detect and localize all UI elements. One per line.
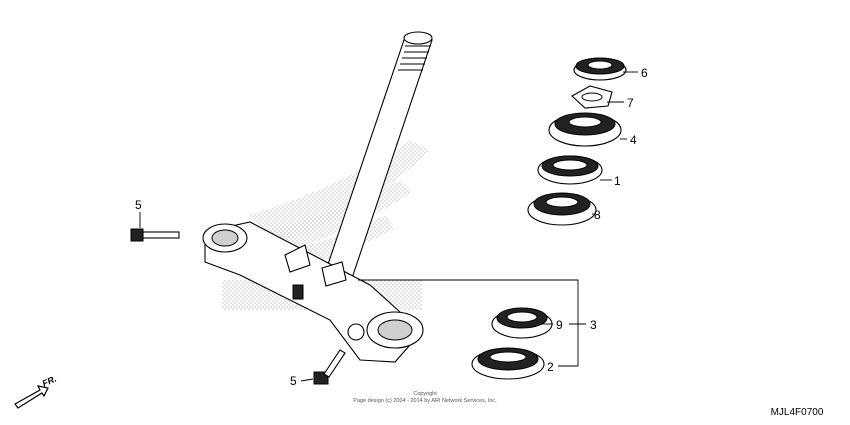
callout-5-lower: 5 bbox=[290, 374, 297, 388]
callout-5-upper: 5 bbox=[135, 198, 142, 212]
callout-1: 1 bbox=[614, 174, 621, 188]
dust-seal-1 bbox=[537, 155, 603, 185]
race-9 bbox=[491, 307, 553, 339]
leader-lines bbox=[139, 71, 638, 382]
bearing-8 bbox=[527, 192, 597, 226]
front-arrow-icon bbox=[14, 385, 49, 409]
adjusting-nut-4 bbox=[548, 112, 622, 147]
lower-triple-clamp bbox=[202, 221, 424, 363]
callout-4: 4 bbox=[630, 133, 637, 147]
lock-washer-7 bbox=[571, 85, 613, 109]
callout-2: 2 bbox=[547, 360, 554, 374]
callout-3: 3 bbox=[590, 318, 597, 332]
copyright-title: Copyright bbox=[413, 391, 437, 397]
bolt-5-lower bbox=[313, 349, 346, 385]
copyright-notice: Page design (c) 2004 - 2014 by ARI Netwo… bbox=[353, 398, 497, 404]
steering-stem bbox=[321, 31, 433, 291]
callout-9: 9 bbox=[556, 318, 563, 332]
dust-seal-2 bbox=[471, 347, 545, 380]
diagram-code: MJL4F0700 bbox=[771, 407, 824, 418]
callout-7: 7 bbox=[627, 96, 634, 110]
bolt-5-upper bbox=[130, 228, 180, 242]
callout-6: 6 bbox=[641, 66, 648, 80]
lock-nut-6 bbox=[573, 57, 627, 81]
callout-8: 8 bbox=[594, 208, 601, 222]
front-label: FR. bbox=[41, 374, 58, 389]
